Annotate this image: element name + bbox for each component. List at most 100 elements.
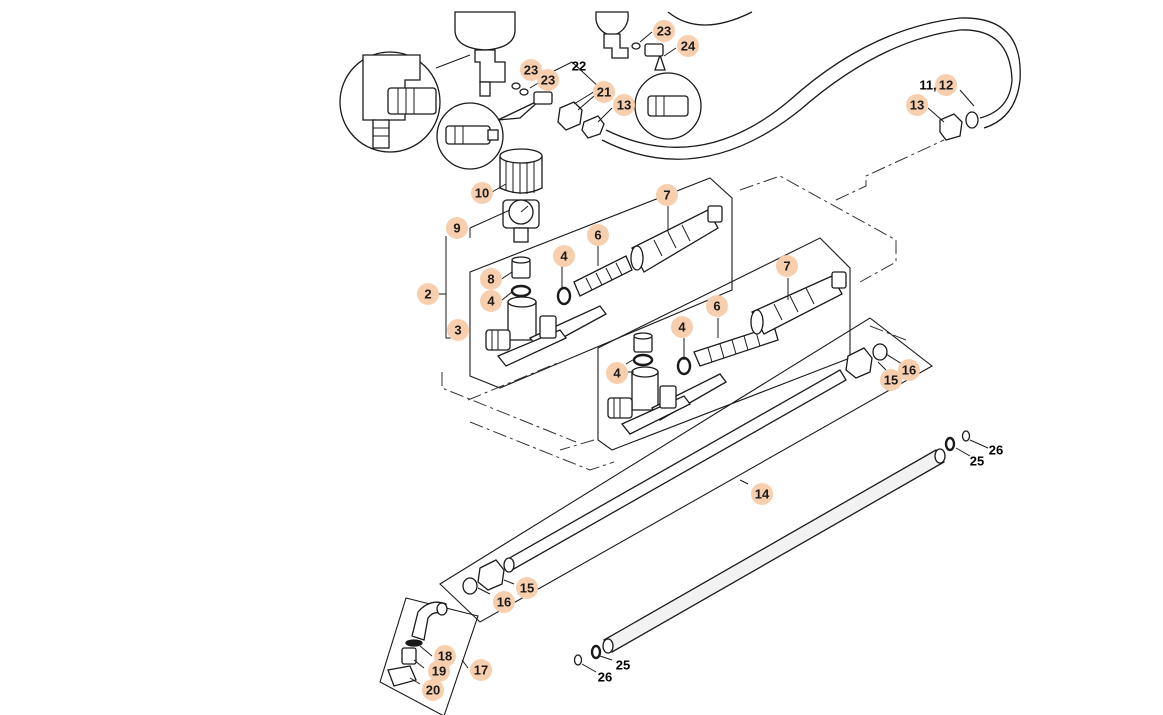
callout-4-d: 4 [606,362,628,384]
callout-3: 3 [447,319,469,341]
callout-19-label: 19 [432,664,446,679]
callout-4-c: 4 [671,316,693,338]
callout-13-a: 13 [613,94,635,116]
label-25-left: 25 [616,658,630,673]
coupling-7-lower [750,271,847,335]
pressure-hose-14 [503,369,847,573]
spray-tube [573,430,971,666]
callout-7-b: 7 [776,255,798,277]
callout-24-label: 24 [681,39,696,54]
gauge-cap-10 [499,148,543,194]
callout-10-label: 10 [475,186,489,201]
valve-body-lower [607,366,727,435]
callout-7-b-label: 7 [783,259,790,274]
callout-10: 10 [471,182,493,204]
seal-ring-upper [556,286,572,306]
nozzle-box [379,597,479,715]
callout-6-b: 6 [706,295,728,317]
label-22: 22 [572,59,586,74]
hose-nut-lower-15 [462,559,505,595]
callout-12-label: 12 [939,78,953,93]
callout-4-a-label: 4 [560,249,568,264]
connector-6-upper [573,255,633,297]
callout-24: 24 [677,35,699,57]
hose-box [439,317,933,623]
callout-3-label: 3 [454,323,461,338]
detail-circle-small-right [634,52,702,140]
pressure-gauge-9 [502,199,540,243]
nipple-fittings-top [511,42,664,105]
callout-6-a-bg [587,224,609,246]
callout-9-bg [446,217,468,239]
callout-21: 21 [593,81,615,103]
callout-16-a: 16 [898,359,920,381]
callout-15-a-bg [880,369,902,391]
detail-circle-large [339,51,471,153]
callout-23-c-bg [653,20,675,42]
callout-13-b-bg [906,94,928,116]
callout-8: 8 [480,268,502,290]
callout-23-a: 23 [520,59,542,81]
detail-circle-small-left [436,99,541,170]
callout-23-a-bg [520,59,542,81]
callout-7-a: 7 [656,184,678,206]
callout-16-b-label: 16 [497,595,511,610]
valve-body-3 [485,296,607,367]
callout-17: 17 [470,659,492,681]
callout-4-b: 4 [480,290,502,312]
callout-15-b-label: 15 [520,581,534,596]
hose-nut-upper-15 [845,343,888,379]
valve-box-upper [469,177,733,389]
callout-15-b: 15 [516,577,538,599]
callout-4-b-label: 4 [487,294,495,309]
callout-16-b-bg [493,591,515,613]
callout-18-label: 18 [438,649,452,664]
callout-17-label: 17 [474,663,488,678]
callout-12: 12 [935,74,957,96]
seal-ring-lower [676,356,692,376]
callout-13-a-label: 13 [617,98,631,113]
callout-15-b-bg [516,577,538,599]
label-11: 11, [919,78,936,93]
callout-13-b: 13 [906,94,928,116]
callout-4-c-bg [671,316,693,338]
callout-20-bg [422,679,444,701]
dash-dot-outlines [441,139,945,471]
callout-16-a-label: 16 [902,363,916,378]
callout-9: 9 [446,217,468,239]
label-25-right: 25 [970,454,984,469]
callout-4-a: 4 [553,245,575,267]
plug-lower [632,332,654,367]
callout-21-bg [593,81,615,103]
callout-20: 20 [422,679,444,701]
callout-16-b: 16 [493,591,515,613]
tank-outlet-right [595,11,753,59]
nozzle-elbow [387,601,448,687]
callout-2: 2 [417,283,439,305]
tank-outlet-left [454,11,516,97]
callout-4-c-label: 4 [678,320,686,335]
callout-3-bg [447,319,469,341]
callout-16-a-bg [898,359,920,381]
callout-23-b: 23 [537,69,559,91]
callout-19: 19 [428,660,450,682]
callout-14-bg [751,483,773,505]
callout-7-b-bg [776,255,798,277]
label-26-right: 26 [989,443,1003,458]
callout-17-bg [470,659,492,681]
callout-6-a: 6 [587,224,609,246]
callout-21-label: 21 [597,85,611,100]
label-26-left: 26 [598,670,612,685]
callout-24-bg [677,35,699,57]
callout-20-label: 20 [426,683,440,698]
callout-23-b-bg [537,69,559,91]
callout-23-b-label: 23 [541,73,555,88]
gauge-adapter-8 [510,256,532,298]
callout-7-a-label: 7 [663,188,670,203]
callout-23-c: 23 [653,20,675,42]
callout-4-d-label: 4 [613,366,621,381]
callout-8-bg [480,268,502,290]
callout-6-b-label: 6 [713,299,720,314]
callout-4-d-bg [606,362,628,384]
